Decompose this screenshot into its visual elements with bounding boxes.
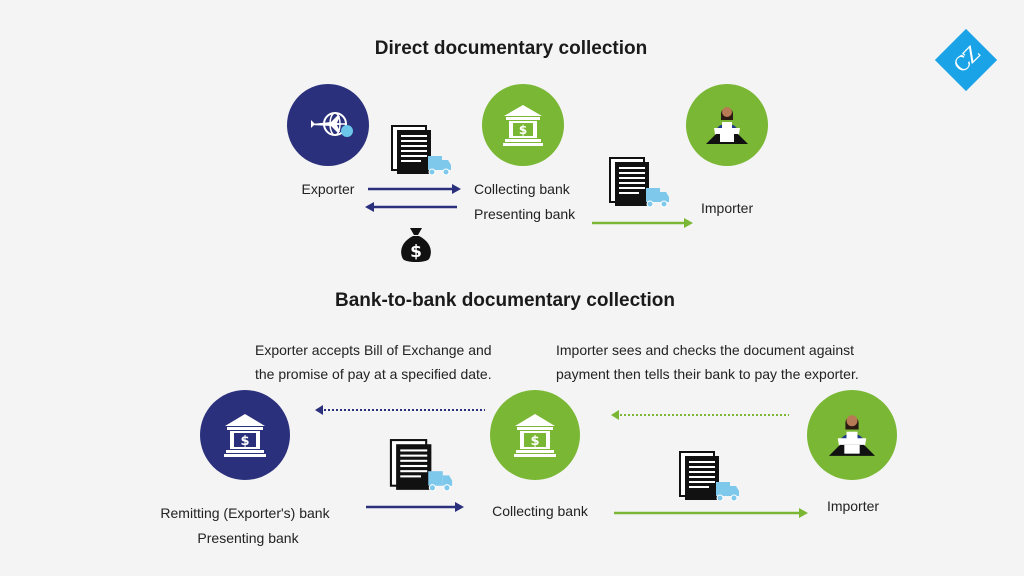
direct-importer-circle [686, 84, 768, 166]
svg-text:$: $ [240, 434, 249, 449]
b2b-importer-label: Importer [826, 498, 880, 514]
remitting-presenting-bank-label: Presenting bank [197, 530, 299, 546]
logo-text: CZ [948, 42, 984, 78]
cz-logo: CZ [934, 28, 998, 92]
plane-globe-icon [311, 112, 353, 137]
note-left-line-2: the promise of pay at a specified date. [255, 366, 492, 382]
svg-text:$: $ [530, 434, 539, 449]
note-right-line-1: Importer sees and checks the document ag… [556, 342, 855, 358]
direct-presenting-bank-label: Presenting bank [474, 206, 576, 222]
direct-importer-label: Importer [701, 200, 754, 216]
bank-icon: $ [224, 414, 266, 457]
direct-collecting-bank-circle: $ [482, 84, 564, 166]
direct-documents-truck-icon-2 [608, 156, 670, 210]
direct-documents-truck-icon [390, 124, 452, 178]
direct-arrow-payment-left [365, 202, 457, 212]
direct-collecting-bank-label: Collecting bank [474, 181, 570, 197]
bank-icon: $ [503, 105, 543, 146]
b2b-documents-truck-icon-2 [678, 450, 740, 504]
note-left-line-1: Exporter accepts Bill of Exchange and [255, 342, 492, 358]
person-at-desk-icon [828, 415, 876, 456]
remitting-bank-label: Remitting (Exporter's) bank [160, 505, 330, 521]
b2b-arrow-to-importer [614, 508, 808, 518]
direct-exporter-label: Exporter [301, 181, 355, 197]
bank-to-bank-title: Bank-to-bank documentary collection [335, 290, 675, 311]
b2b-collecting-bank-circle: $ [490, 390, 580, 480]
money-bag-icon: $ [399, 226, 433, 264]
remitting-bank-circle: $ [200, 390, 290, 480]
bank-icon: $ [514, 414, 556, 457]
direct-arrow-documents-right [368, 184, 461, 194]
svg-text:$: $ [410, 242, 422, 262]
direct-title: Direct documentary collection [374, 38, 648, 59]
b2b-importer-circle [807, 390, 897, 480]
b2b-documents-truck-icon [388, 438, 454, 494]
b2b-arrow-to-collecting [366, 502, 464, 512]
person-at-desk-icon [706, 107, 748, 144]
b2b-collecting-bank-label: Collecting bank [492, 503, 588, 519]
direct-exporter-circle [287, 84, 369, 166]
note-right-line-2: payment then tells their bank to pay the… [556, 366, 859, 382]
b2b-dotted-arrow-to-collecting [611, 410, 789, 420]
b2b-dotted-arrow-to-remitting [315, 405, 485, 415]
direct-arrow-to-importer [592, 218, 693, 228]
svg-text:$: $ [519, 123, 527, 137]
